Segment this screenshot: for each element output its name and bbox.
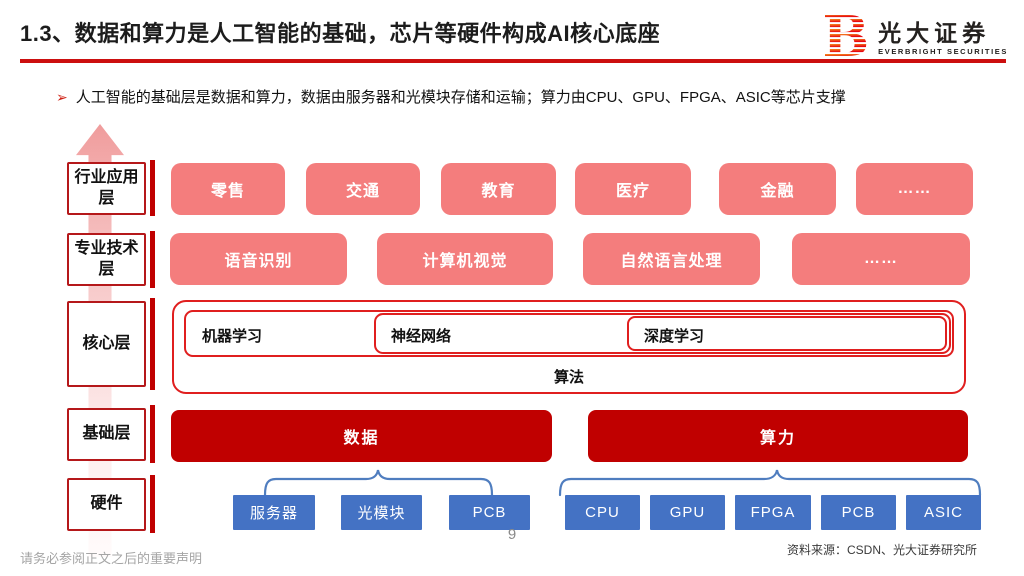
layer-bar xyxy=(150,475,155,533)
neural-network-label: 神经网络 xyxy=(391,328,452,345)
layer-label-hardware: 硬件 xyxy=(67,478,146,531)
layer-label-technology: 专业技术层 xyxy=(67,233,146,286)
tech-box-vision: 计算机视觉 xyxy=(377,233,553,285)
grouping-braces xyxy=(263,469,982,497)
bullet-arrow-icon: ➢ xyxy=(56,89,68,105)
compute-brace-icon xyxy=(558,469,982,497)
title-divider xyxy=(20,59,1006,63)
industry-box-more: …… xyxy=(856,163,973,215)
industry-box-retail: 零售 xyxy=(171,163,285,215)
tech-box-nlp: 自然语言处理 xyxy=(583,233,760,285)
layer-bar xyxy=(150,231,155,288)
foundation-box-data: 数据 xyxy=(171,410,552,462)
industry-box-finance: 金融 xyxy=(719,163,836,215)
hardware-box-pcb-right: PCB xyxy=(821,495,896,530)
page-number: 9 xyxy=(507,526,517,543)
tech-box-speech: 语音识别 xyxy=(170,233,347,285)
company-logo: B 光大证券 EVERBRIGHT SECURITIES xyxy=(825,14,1008,63)
layer-bar xyxy=(150,160,155,216)
hardware-box-optical-module: 光模块 xyxy=(341,495,422,530)
tech-box-more: …… xyxy=(792,233,970,285)
everbright-logo-icon: B xyxy=(825,14,870,63)
layer-label-foundation: 基础层 xyxy=(67,408,146,461)
key-point-text: 人工智能的基础层是数据和算力，数据由服务器和光模块存储和运输；算力由CPU、GP… xyxy=(75,89,846,106)
foundation-box-compute: 算力 xyxy=(588,410,968,462)
data-brace-icon xyxy=(263,469,494,497)
deep-learning-label: 深度学习 xyxy=(644,328,705,345)
layer-bar xyxy=(150,298,155,390)
industry-box-medical: 医疗 xyxy=(575,163,691,215)
industry-box-education: 教育 xyxy=(441,163,556,215)
hardware-box-server: 服务器 xyxy=(233,495,315,530)
layer-label-industry: 行业应用层 xyxy=(67,162,146,215)
hardware-box-gpu: GPU xyxy=(650,495,725,530)
page-title: 1.3、数据和算力是人工智能的基础，芯片等硬件构成AI核心底座 xyxy=(20,21,661,46)
layer-label-core: 核心层 xyxy=(67,301,146,387)
machine-learning-label: 机器学习 xyxy=(202,328,263,345)
deep-learning-box: 深度学习 xyxy=(627,316,947,351)
industry-box-transport: 交通 xyxy=(306,163,420,215)
logo-name-cn: 光大证券 xyxy=(878,19,991,46)
source-note: 资料来源：CSDN、光大证券研究所 xyxy=(786,543,977,557)
logo-name-en: EVERBRIGHT SECURITIES xyxy=(878,47,1008,57)
hardware-box-fpga: FPGA xyxy=(735,495,811,530)
hardware-box-asic: ASIC xyxy=(906,495,981,530)
footer-disclaimer: 请务必参阅正文之后的重要声明 xyxy=(20,551,203,566)
hardware-box-pcb-left: PCB xyxy=(449,495,530,530)
algorithm-label: 算法 xyxy=(553,369,584,386)
key-point: ➢ 人工智能的基础层是数据和算力，数据由服务器和光模块存储和运输；算力由CPU、G… xyxy=(56,86,996,107)
layer-bar xyxy=(150,405,155,463)
hardware-box-cpu: CPU xyxy=(565,495,640,530)
